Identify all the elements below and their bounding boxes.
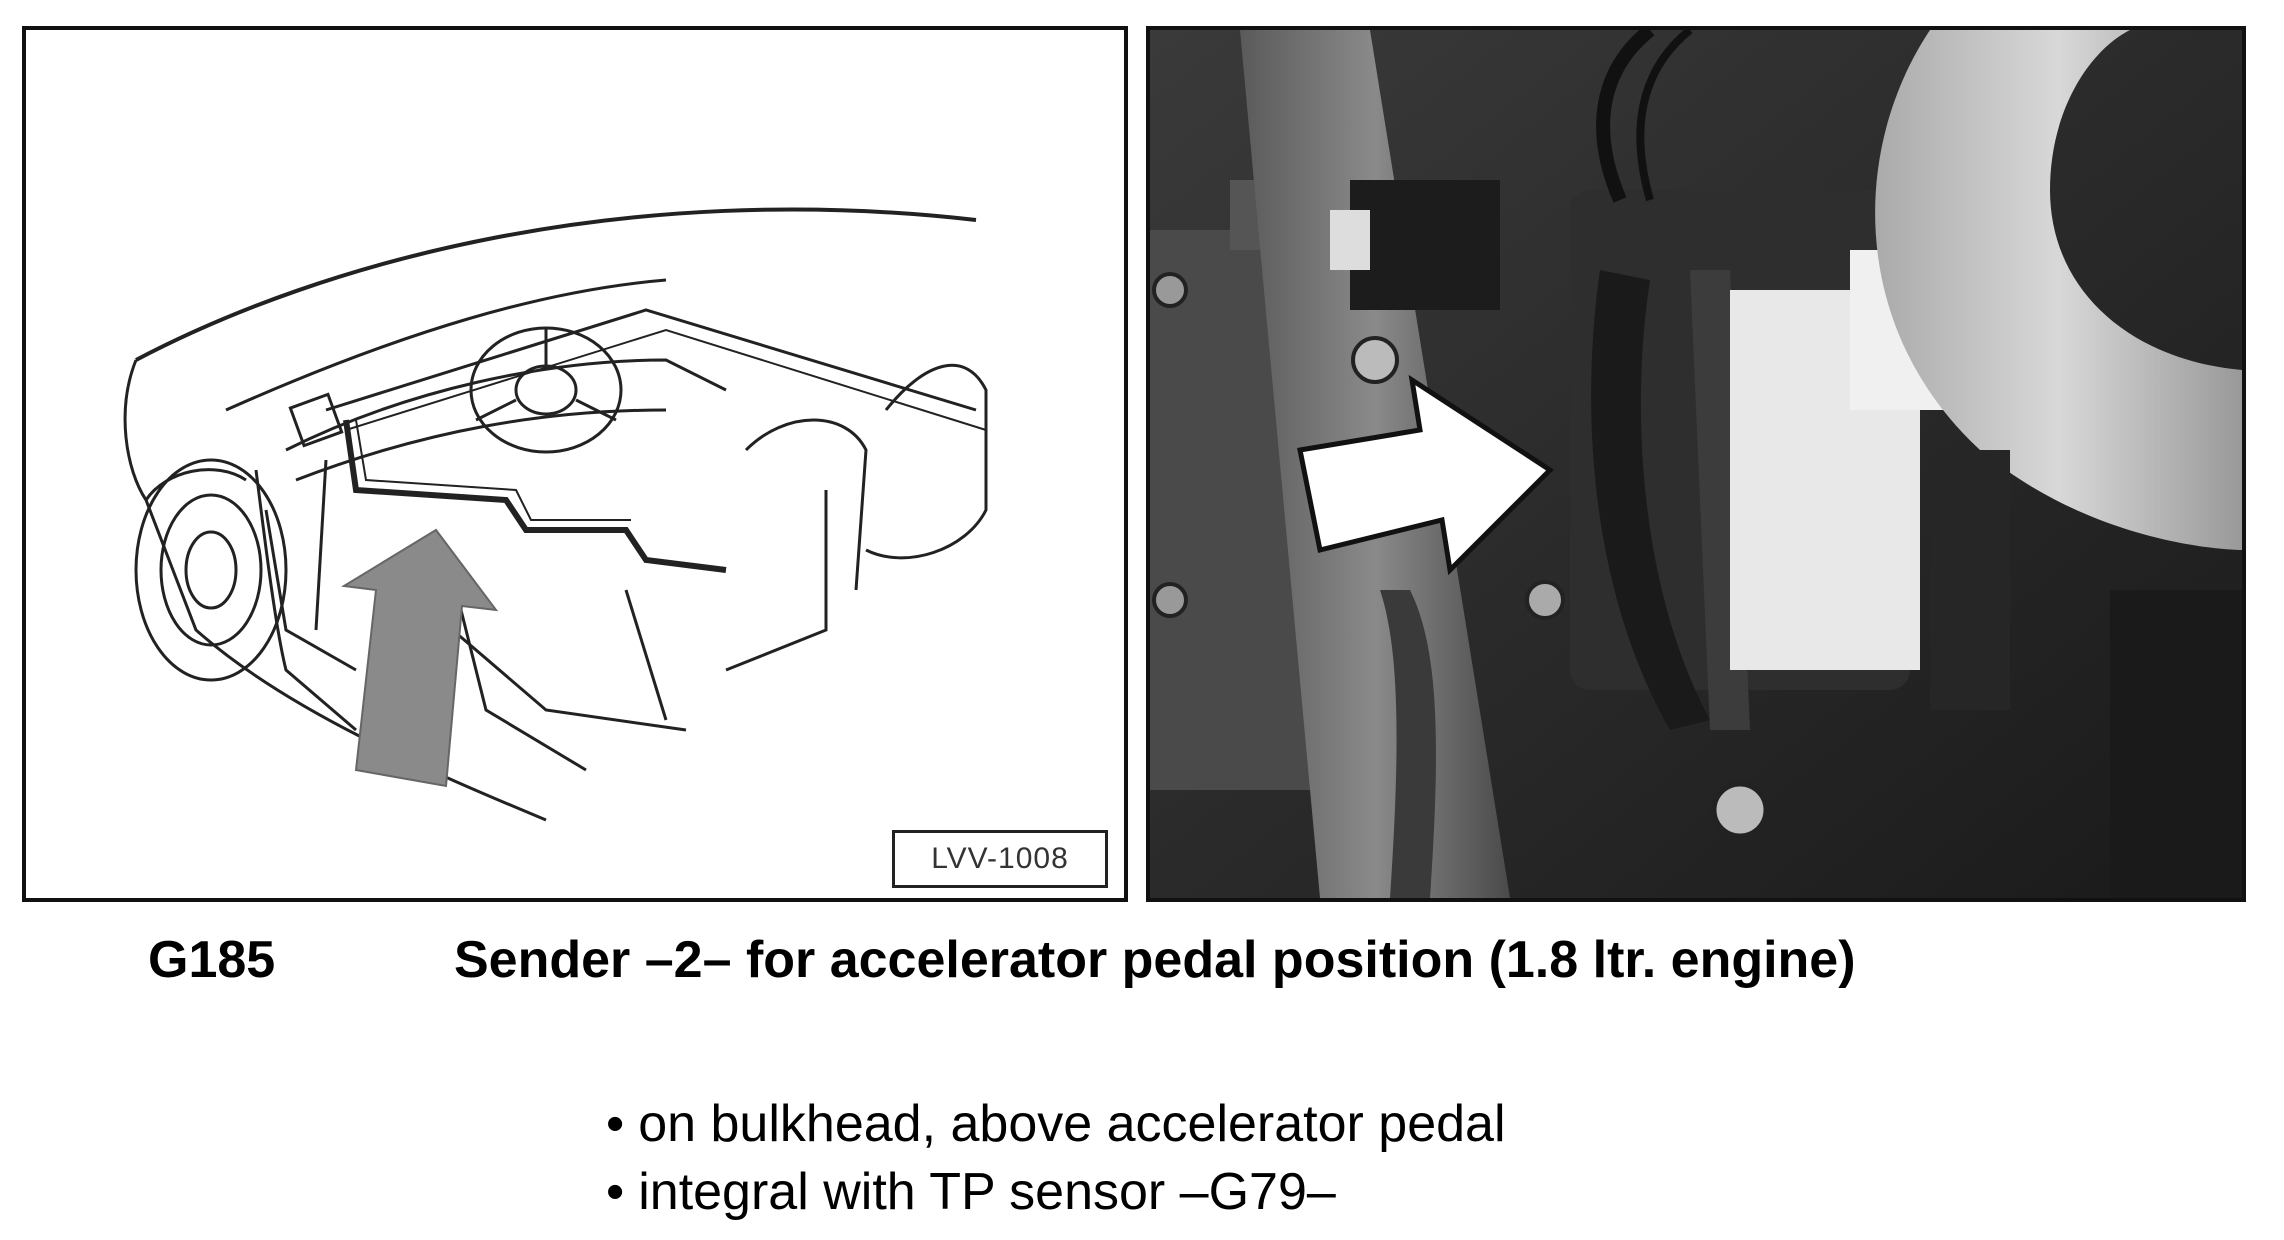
note-item: on bulkhead, above accelerator pedal: [606, 1090, 1505, 1158]
component-code: G185: [148, 931, 276, 989]
car-interior-illustration: LVV-1008: [22, 26, 1128, 902]
note-item: integral with TP sensor –G79–: [606, 1158, 1506, 1226]
location-notes-list: on bulkhead, above accelerator pedal int…: [606, 1090, 1506, 1226]
sensor-location-arrow-icon: [1297, 374, 1554, 576]
location-arrow-icon: [341, 528, 499, 788]
car-line-drawing: [123, 207, 988, 822]
component-title: Sender –2– for accelerator pedal positio…: [454, 931, 1856, 989]
sensor-photo-illustration: [1150, 30, 2242, 898]
figure-reference-label: LVV-1008: [892, 830, 1108, 888]
sensor-photo: [1146, 26, 2246, 902]
